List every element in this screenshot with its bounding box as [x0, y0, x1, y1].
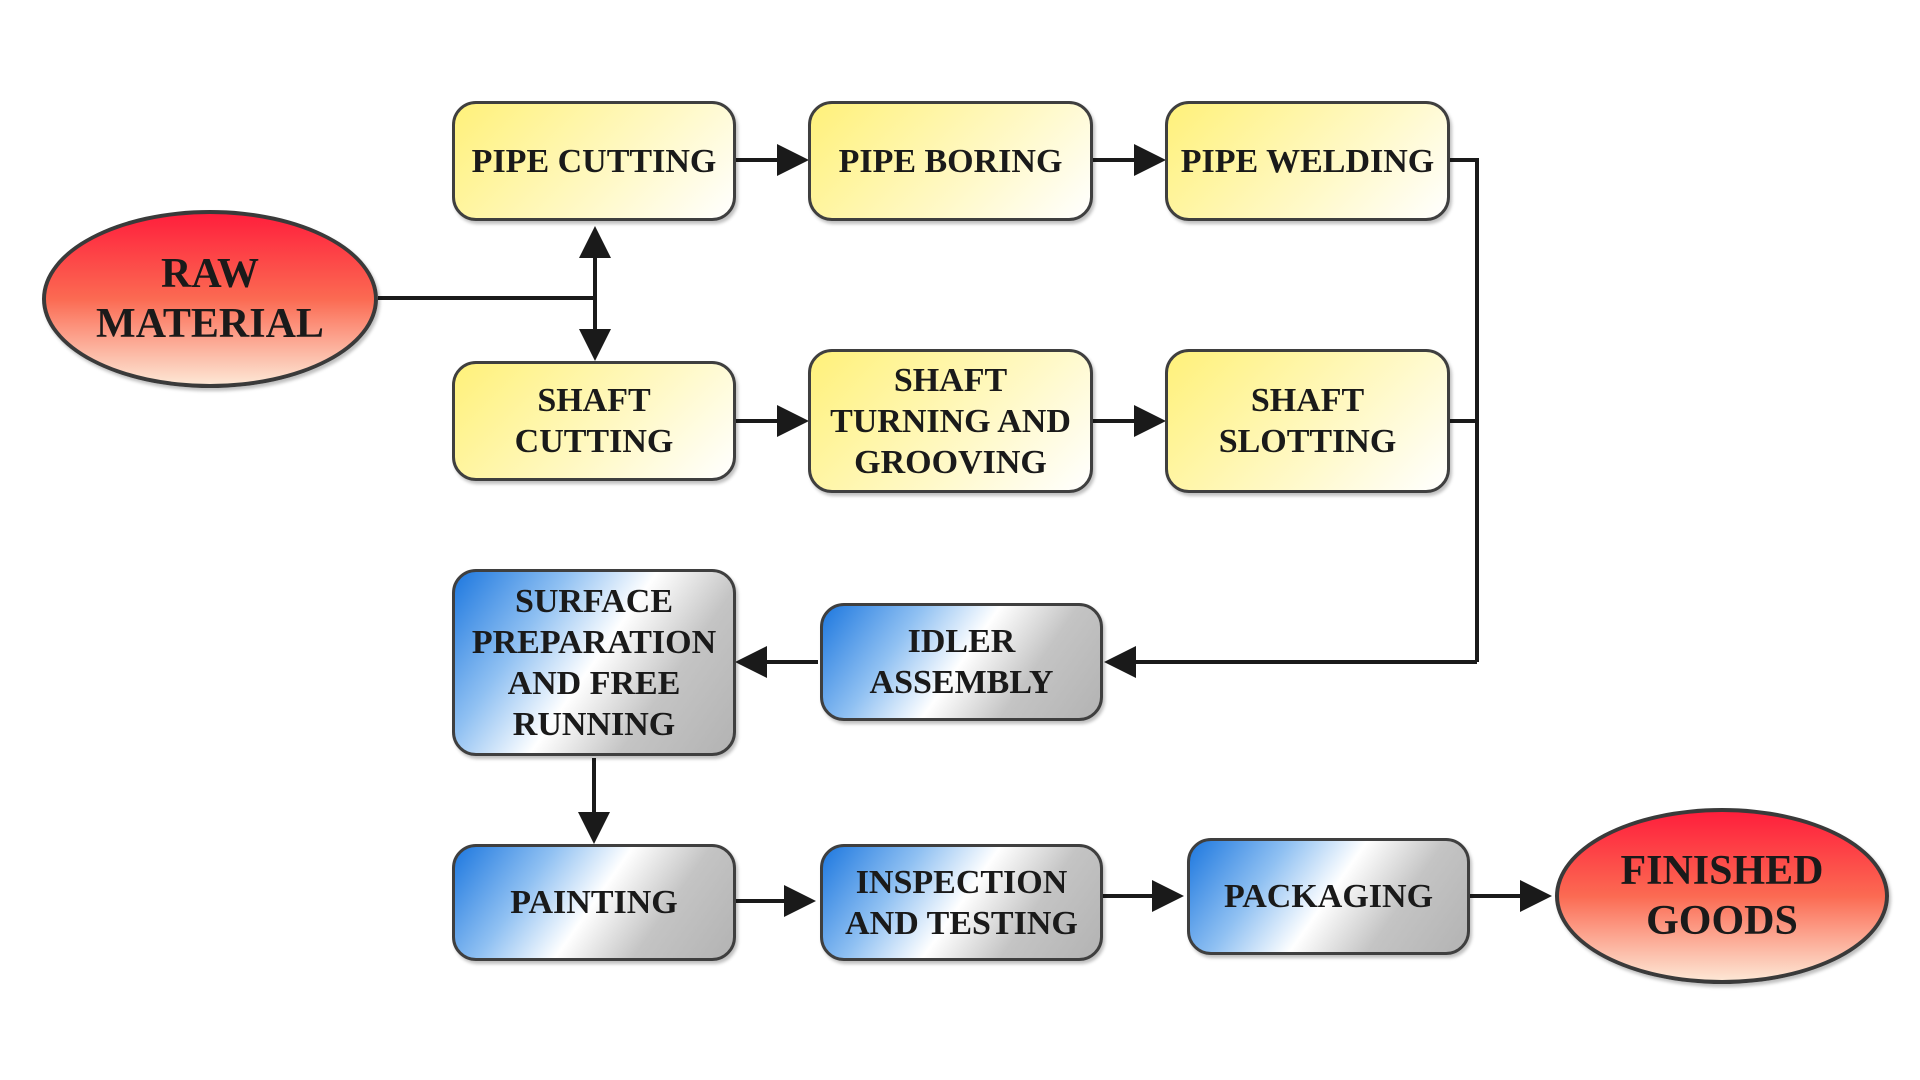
- node-idler-assembly: IDLER ASSEMBLY: [820, 603, 1103, 721]
- node-shaft-cutting: SHAFT CUTTING: [452, 361, 736, 481]
- node-painting: PAINTING: [452, 844, 736, 961]
- node-inspection-testing: INSPECTION AND TESTING: [820, 844, 1103, 961]
- node-surface-preparation: SURFACE PREPARATION AND FREE RUNNING: [452, 569, 736, 756]
- node-shaft-turning-grooving: SHAFT TURNING AND GROOVING: [808, 349, 1093, 493]
- node-raw-material: RAW MATERIAL: [42, 210, 378, 388]
- node-pipe-boring: PIPE BORING: [808, 101, 1093, 221]
- edge-welding-to-merge: [1450, 158, 1479, 662]
- node-shaft-slotting: SHAFT SLOTTING: [1165, 349, 1450, 493]
- node-finished-goods: FINISHED GOODS: [1555, 808, 1889, 984]
- node-pipe-welding: PIPE WELDING: [1165, 101, 1450, 221]
- node-pipe-cutting: PIPE CUTTING: [452, 101, 736, 221]
- node-packaging: PACKAGING: [1187, 838, 1470, 955]
